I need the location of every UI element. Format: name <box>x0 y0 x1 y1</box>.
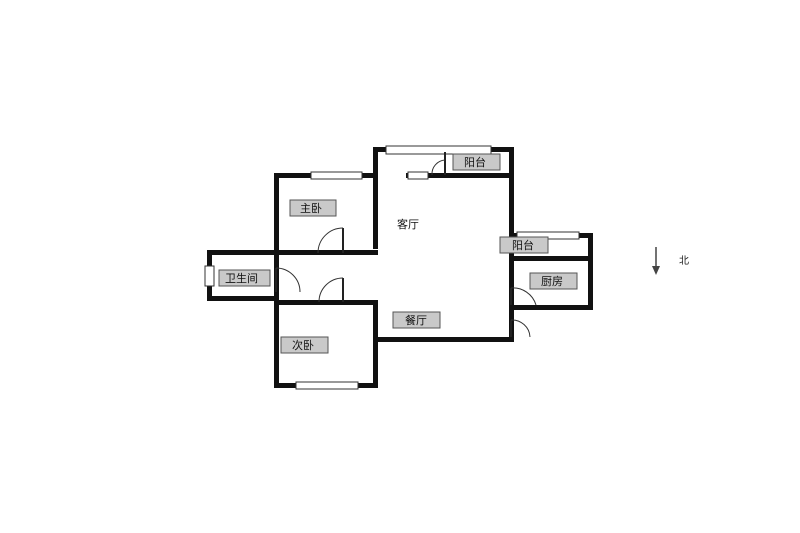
walls <box>207 147 593 388</box>
window-second-bedroom <box>295 381 359 390</box>
window-master-bedroom <box>310 171 363 180</box>
label-second-bedroom: 次卧 <box>292 338 314 352</box>
room-label-bathroom: 卫生间 <box>218 269 271 287</box>
doors <box>275 152 537 338</box>
room-label-dining-room: 餐厅 <box>392 311 441 329</box>
window-balcony-north <box>385 145 492 155</box>
label-balcony-north: 阳台 <box>464 155 486 169</box>
label-master-bedroom: 主卧 <box>300 202 322 215</box>
label-bathroom: 卫生间 <box>225 271 258 285</box>
room-label-balcony-east: 阳台 <box>499 236 549 254</box>
compass-label: 北 <box>679 255 689 267</box>
windows <box>204 145 580 390</box>
room-label-balcony-north: 阳台 <box>452 153 501 171</box>
window-inner-balcony <box>407 171 429 180</box>
label-kitchen: 厨房 <box>541 275 563 288</box>
window-bathroom <box>204 265 215 287</box>
label-dining-room: 餐厅 <box>405 313 427 327</box>
arrow-down-icon <box>652 247 660 275</box>
room-label-kitchen: 厨房 <box>529 272 578 290</box>
compass: 北 <box>652 247 689 275</box>
room-label-second-bedroom: 次卧 <box>280 336 329 354</box>
label-living-room: 客厅 <box>397 217 419 231</box>
room-label-living-room: 客厅 <box>397 217 419 231</box>
room-label-master-bedroom: 主卧 <box>289 199 337 217</box>
label-balcony-east: 阳台 <box>512 238 534 252</box>
